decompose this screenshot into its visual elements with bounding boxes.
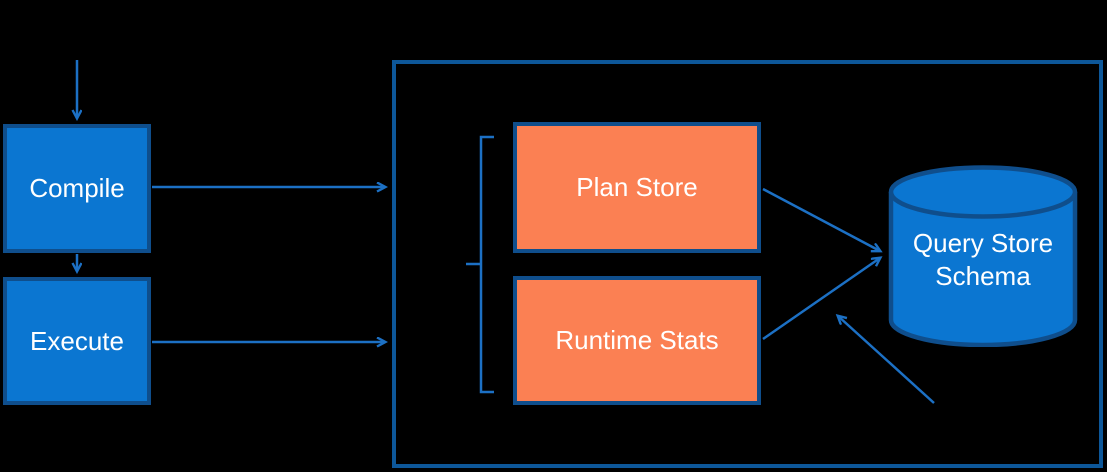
plan-store-label: Plan Store [576,172,698,203]
database-cylinder-icon [888,165,1078,347]
execute-label: Execute [30,325,124,356]
query-store-container [392,60,1103,468]
query-store-schema-node: Query Store Schema [888,165,1078,347]
runtime-stats-label: Runtime Stats [555,325,719,356]
query-store-schema-label: Query Store Schema [912,228,1054,292]
runtime-stats-node: Runtime Stats [513,276,761,405]
compile-label: Compile [29,173,125,204]
plan-store-node: Plan Store [513,122,761,253]
execute-node: Execute [3,277,151,405]
compile-node: Compile [3,124,151,253]
